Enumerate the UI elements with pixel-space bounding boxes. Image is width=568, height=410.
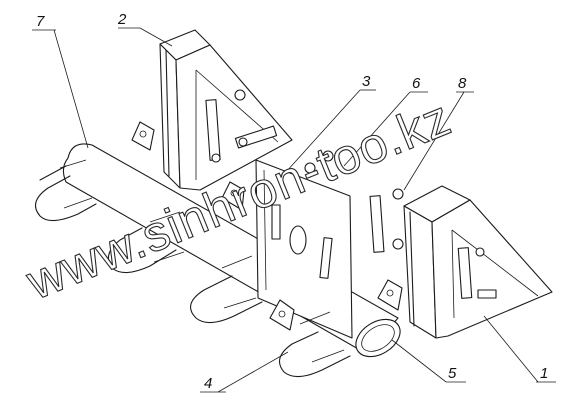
bracket-part-2 <box>159 29 293 191</box>
u-bolts-part-4 <box>34 159 351 378</box>
callout-7: 7 <box>36 13 45 30</box>
callout-labels: 7 2 3 6 8 4 5 1 <box>36 11 548 392</box>
callout-4: 4 <box>204 375 212 392</box>
callout-5: 5 <box>448 365 457 382</box>
clamp-part-6 <box>304 150 385 253</box>
nuts-part-8 <box>392 188 404 250</box>
callout-3: 3 <box>362 73 371 90</box>
callout-1: 1 <box>540 365 548 382</box>
callout-8: 8 <box>458 75 467 92</box>
bracket-part-1 <box>403 185 553 339</box>
leader-lines <box>32 27 556 393</box>
callout-6: 6 <box>412 75 421 92</box>
callout-2: 2 <box>117 11 127 28</box>
plate-part-3 <box>255 159 353 339</box>
lugs <box>131 121 403 331</box>
